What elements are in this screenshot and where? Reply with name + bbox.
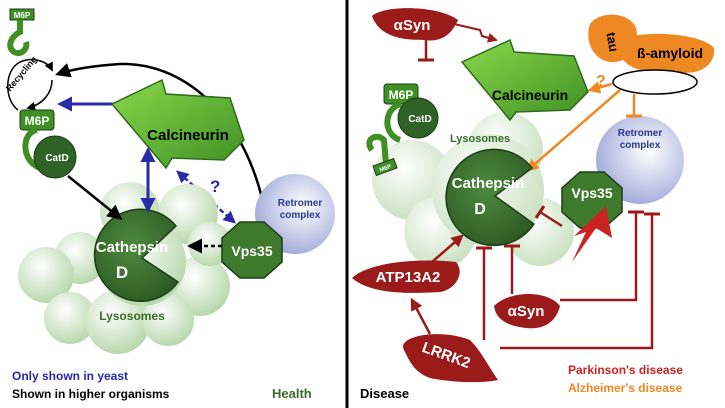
recycling-label: Recycling — [4, 54, 39, 93]
lrrk2-to-atp13a2-arrow — [410, 297, 432, 335]
calcineurin-node: Calcineurin — [110, 78, 245, 170]
disease-lysosomes-label: Lysosomes — [450, 133, 510, 145]
legend-yeast: Only shown in yeast — [12, 369, 128, 383]
disease-panel: Lysosomes Retromer complex αSyn M6P CatD — [352, 8, 715, 401]
lysosomes-label: Lysosomes — [99, 309, 165, 323]
amyloid-to-calcineurin-arrow — [587, 81, 613, 94]
vps35-inhibit-cathepsin-line — [539, 210, 563, 228]
lrrk2-inhibit-retromer-line — [500, 214, 654, 350]
catd-protein: CatD — [33, 135, 77, 179]
legend-parkinsons: Parkinson's disease — [568, 363, 683, 377]
vps35-node: Vps35 — [221, 221, 283, 279]
disease-calcineurin-node: Calcineurin — [460, 38, 589, 122]
recycling-loop: Recycling — [4, 54, 53, 111]
asyn-top-node: αSyn — [372, 8, 458, 41]
tau-label: tau — [603, 31, 621, 53]
catd-label: CatD — [45, 153, 68, 164]
disease-m6p-label: M6P — [389, 88, 414, 102]
m6p-small-hook-icon: M6P — [7, 8, 35, 56]
cathepsin-d-node: Cathepsin D — [93, 208, 180, 303]
asyn-bottom-node: αSyn — [494, 294, 560, 329]
disease-cathepsin-node: Cathepsin D — [445, 148, 536, 247]
disease-catd-protein: CatD — [397, 97, 439, 139]
m6p-small-label: M6P — [14, 11, 31, 20]
atp13a2-label: ATP13A2 — [376, 269, 441, 286]
cathepsin-label-line2: D — [116, 263, 128, 282]
legend-disease: Disease — [360, 386, 409, 401]
amyloid-node: ß-amyloid — [617, 33, 715, 73]
retromer-label-line2: complex — [280, 210, 321, 221]
legend-health: Health — [272, 386, 312, 401]
health-panel: M6P Recycling M6P CatD Calcineurin — [4, 8, 335, 401]
m6p-receptor-label: M6P — [25, 114, 50, 128]
amyloid-label: ß-amyloid — [637, 45, 703, 61]
m6p-receptor: M6P — [19, 109, 55, 171]
disease-vps35-label: Vps35 — [571, 185, 612, 201]
disease-m6p-small-hook-icon: M6P — [366, 133, 398, 177]
amyloid-to-cathepsin-arrow — [526, 89, 621, 172]
disease-m6p-receptor: M6P — [383, 83, 419, 143]
disease-retromer-node: Retromer complex — [596, 116, 684, 204]
disease-m6p-small-label: M6P — [379, 164, 393, 174]
retromer-to-recycling-arrow — [55, 62, 264, 199]
atp13a2-node: ATP13A2 — [352, 260, 460, 293]
asyn-inhibit-retromer-line — [560, 212, 638, 302]
retromer-label-line1: Retromer — [278, 198, 323, 209]
cathepsin-label-line1: Cathepsin — [96, 239, 169, 256]
unknown-link-question: ? — [210, 177, 220, 196]
catd-to-cathepsin-arrow — [67, 175, 123, 220]
mutation-bolt-icon — [572, 206, 612, 262]
disease-calcineurin-label: Calcineurin — [492, 87, 568, 103]
disease-retromer-label-line1: Retromer — [618, 128, 663, 139]
disease-cathepsin-label-line1: Cathepsin — [452, 175, 525, 192]
disease-retromer-label-line2: complex — [620, 140, 661, 151]
legend-higher-organisms: Shown in higher organisms — [12, 387, 170, 401]
atp13a2-to-cathepsin-arrow — [431, 234, 464, 263]
disease-cathepsin-label-line2: D — [474, 201, 486, 218]
legend-alzheimers: Alzheimer's disease — [568, 381, 683, 395]
disease-catd-label: CatD — [408, 114, 431, 125]
asyn-bottom-label: αSyn — [508, 303, 545, 320]
calcineurin-label: Calcineurin — [147, 127, 229, 144]
vps35-inhibit-cathepsin-bar — [534, 205, 546, 219]
lrrk2-node: LRRK2 — [403, 334, 498, 383]
calcineurin-vps35-dashed-arrow — [176, 170, 236, 224]
vps35-label: Vps35 — [231, 243, 272, 259]
asyn-to-calcineurin-arrow — [453, 23, 498, 43]
asyn-top-label: αSyn — [394, 17, 431, 34]
amyloid-membrane-oval — [612, 69, 698, 95]
